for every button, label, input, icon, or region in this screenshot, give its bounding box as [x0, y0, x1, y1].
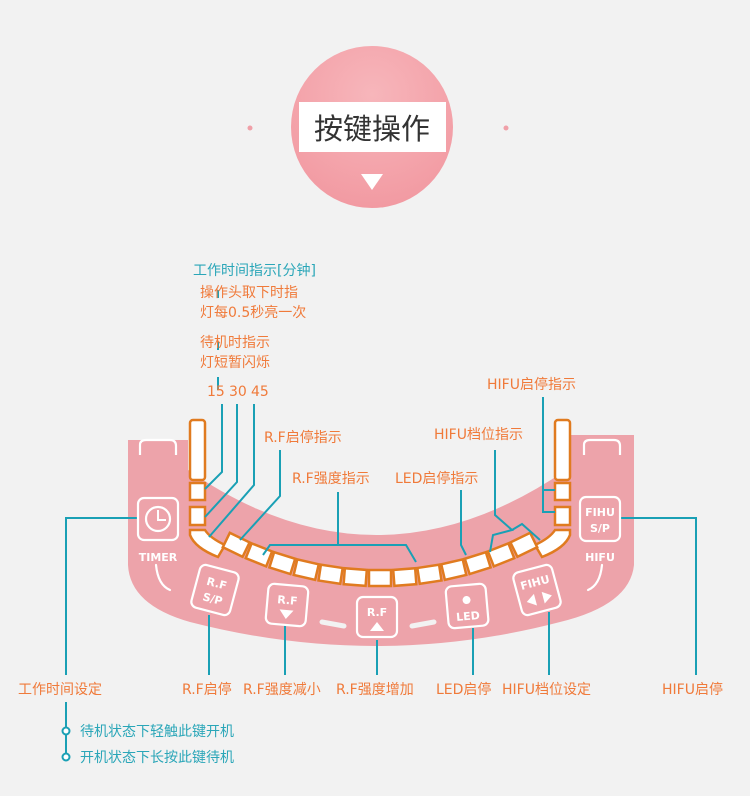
led-segment: [267, 550, 297, 576]
title-box: [299, 102, 446, 152]
dot: [247, 125, 253, 131]
head-off-label: 操作头取下时指: [200, 285, 298, 301]
work-time-label: 工作时间指示[分钟]: [193, 262, 316, 279]
hifu-label: HIFU: [585, 551, 615, 564]
note: 待机状态下轻触此键开机: [80, 724, 234, 740]
bullet-icon: [61, 726, 71, 736]
minute-30: 30: [229, 384, 247, 400]
rf-strength-indicator-label: R.F强度指示: [292, 471, 370, 487]
led-segment: [508, 531, 539, 559]
decor-arc: [586, 563, 604, 592]
hifu-level-indicator-label: HIFU档位指示: [434, 427, 523, 443]
button-text: R.F: [367, 606, 387, 619]
standby-label: 待机时指示: [200, 335, 270, 351]
button-text: R.F: [277, 593, 298, 608]
rf-increase-button[interactable]: R.F: [355, 595, 399, 639]
button-text: S/P: [590, 522, 610, 535]
timer-button[interactable]: TIMER: [136, 496, 180, 564]
decor-arc: [582, 438, 622, 455]
button-text: S/P: [201, 590, 224, 608]
hifu-sp-indicator-label: HIFU启停指示: [487, 376, 576, 393]
triangle-down-icon: [279, 609, 294, 619]
hifu-start-stop-button[interactable]: FIHU S/P HIFU: [578, 495, 622, 564]
led-segment: [244, 541, 274, 568]
clock-icon: [144, 505, 172, 533]
led-indicators: [188, 418, 572, 588]
led-sp-indicator-label: LED启停指示: [395, 470, 478, 487]
leader-lines: [65, 290, 697, 757]
triangle-down-icon: [361, 174, 383, 190]
separator: [319, 619, 347, 629]
led-button[interactable]: LED: [444, 582, 490, 630]
arrow-right-icon: [541, 591, 552, 604]
decor-arc: [138, 438, 178, 455]
triangle-up-icon: [370, 622, 384, 631]
button-text: LED: [456, 609, 481, 624]
led-segment: [342, 566, 369, 588]
standby-label: 灯短暂闪烁: [200, 355, 270, 371]
rf-sp-label: R.F启停: [182, 681, 232, 698]
separator: [409, 619, 437, 629]
hifu-level-label: HIFU档位设定: [502, 682, 591, 698]
timer-label: TIMER: [139, 551, 178, 564]
sun-icon: [462, 596, 471, 605]
led-segment: [221, 531, 252, 559]
timer-set-label: 工作时间设定: [18, 682, 102, 698]
hifu-level-button[interactable]: FIHU: [512, 563, 562, 617]
rf-decrease-button[interactable]: R.F: [264, 582, 310, 628]
note: 开机状态下长按此键待机: [80, 750, 234, 766]
led-segment: [391, 566, 418, 588]
led-segment: [486, 541, 516, 568]
led-segment: [317, 563, 345, 586]
rf-sp-indicator-label: R.F启停指示: [264, 429, 342, 446]
led-segment: [439, 557, 468, 582]
arrow-left-icon: [526, 593, 538, 606]
button-text: FIHU: [585, 506, 615, 519]
led-segment: [367, 568, 393, 588]
control-panel: [128, 435, 634, 646]
header: 按键操作: [0, 46, 750, 208]
led-segment: [463, 550, 493, 576]
minute-45: 45: [251, 384, 269, 400]
bullet-icon: [61, 752, 71, 762]
rf-up-label: R.F强度增加: [336, 682, 414, 698]
minute-15: 15: [207, 384, 225, 400]
rf-start-stop-button[interactable]: R.F S/P: [190, 563, 240, 617]
decor-arc: [154, 563, 172, 592]
rf-down-label: R.F强度减小: [243, 682, 321, 698]
led-segment: [415, 563, 443, 586]
led-sp-label: LED启停: [436, 681, 491, 698]
button-text: R.F: [205, 575, 228, 593]
head-off-label: 灯每0.5秒亮一次: [200, 304, 306, 321]
page-title: 按键操作: [314, 112, 430, 146]
dot: [503, 125, 509, 131]
hifu-sp-label: HIFU启停: [662, 681, 723, 698]
led-segment: [292, 557, 321, 582]
